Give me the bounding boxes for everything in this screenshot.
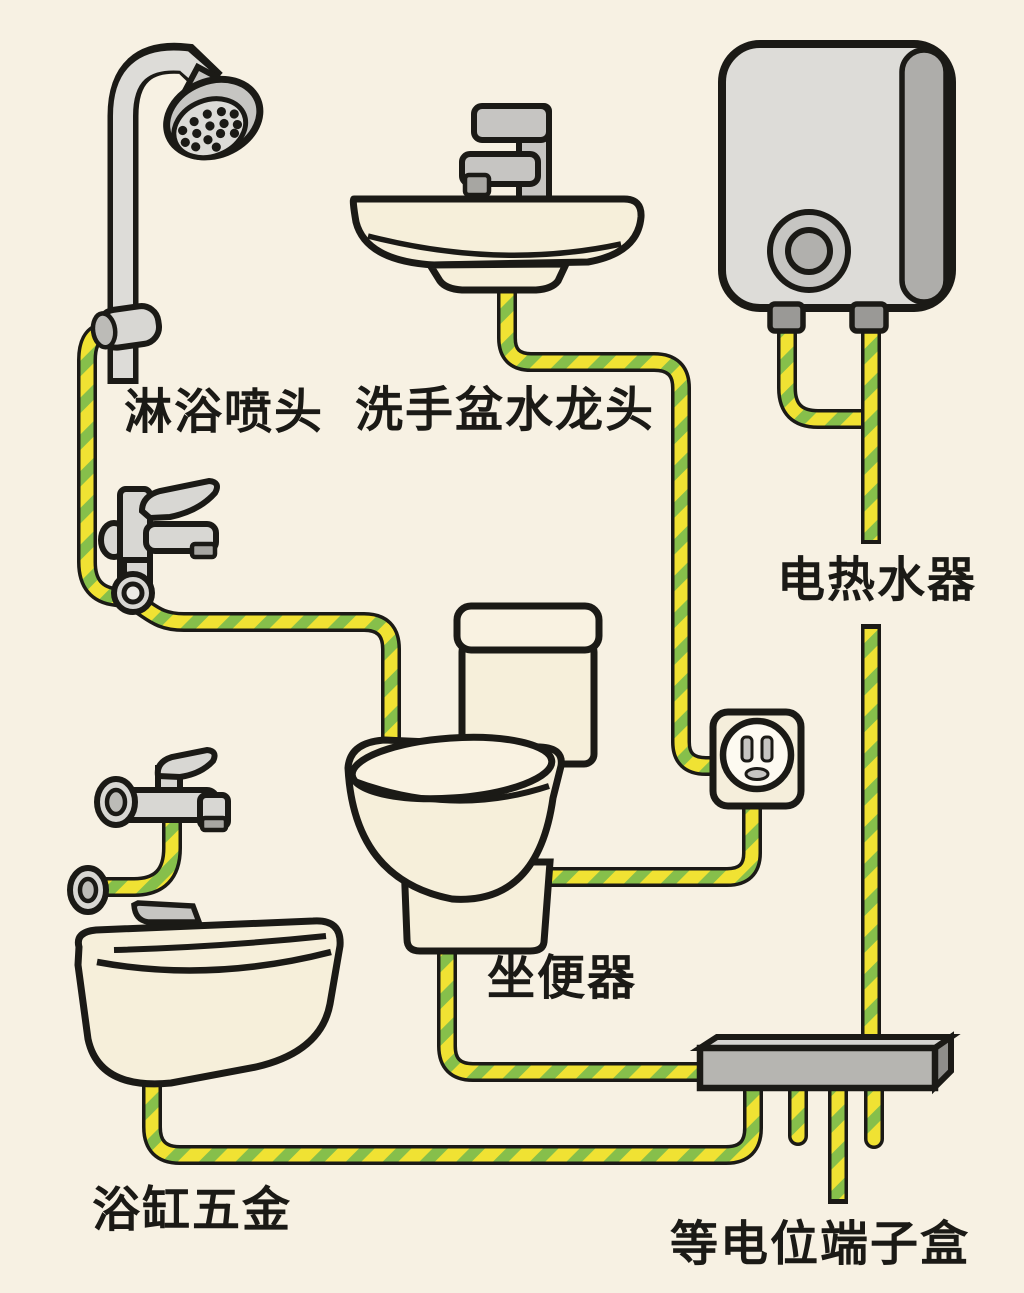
toilet-icon bbox=[344, 602, 603, 955]
water-heater-icon bbox=[718, 40, 956, 334]
toilet-outlet-wire-outline bbox=[528, 798, 762, 887]
heater-connector-right bbox=[849, 301, 889, 334]
heater-dial-center bbox=[785, 227, 833, 275]
bonding-wires bbox=[77, 278, 884, 1204]
label-terminal-box: 等电位端子盒 bbox=[670, 1218, 971, 1271]
faucet-lever bbox=[138, 477, 220, 522]
bathtub-faucet-wire bbox=[93, 806, 179, 894]
basin-rim-line bbox=[367, 233, 622, 258]
outlet-ground-slot bbox=[744, 767, 770, 781]
terminal-box-icon bbox=[689, 1031, 961, 1095]
shower-head-icon bbox=[163, 75, 264, 161]
shower-unit bbox=[90, 42, 264, 384]
label-water-heater: 电热水器 bbox=[777, 554, 978, 607]
basin-pedestal bbox=[423, 260, 572, 294]
sink-faucet-spout-tip bbox=[462, 172, 492, 198]
heater-left-wire-outline bbox=[777, 320, 867, 429]
tub-faucet-lever bbox=[154, 746, 218, 781]
shower-pipe-bracket bbox=[90, 303, 163, 351]
bathtub-box-wire-outline bbox=[142, 1072, 763, 1165]
outlet-slot-right bbox=[760, 735, 774, 763]
sink-faucet-icon bbox=[459, 103, 552, 205]
faucet-mount-center bbox=[121, 581, 145, 605]
basin-mixer-faucet-icon bbox=[98, 477, 220, 615]
outlet-socket bbox=[719, 717, 795, 793]
tub-faucet-wall-plate-center bbox=[104, 787, 128, 817]
heater-side-panel bbox=[899, 47, 949, 305]
bathtub-overflow-tray bbox=[131, 900, 203, 925]
power-outlet-icon bbox=[709, 708, 805, 810]
bathtub-rim-band-line bbox=[96, 948, 332, 974]
faucet-spout-tip bbox=[189, 541, 218, 560]
label-bathtub: 浴缸五金 bbox=[92, 1184, 293, 1237]
toilet-seat-edge-line bbox=[350, 777, 550, 804]
terminal-box-front bbox=[696, 1044, 939, 1092]
shower-head-nozzle-dots bbox=[178, 107, 243, 152]
outlet-slot-left bbox=[740, 735, 754, 763]
bathtub-box-wire bbox=[145, 1072, 760, 1162]
bathtub-inner-rim-line bbox=[113, 933, 327, 953]
sink-faucet-handle bbox=[471, 103, 552, 143]
heater-left-wire bbox=[780, 320, 863, 426]
bathtub-icon bbox=[67, 746, 344, 1088]
washbasin-icon bbox=[349, 103, 645, 294]
bathtub-faucet-icon bbox=[94, 746, 231, 833]
heater-connector-left bbox=[767, 301, 806, 334]
sink-bonding-wire bbox=[500, 278, 720, 773]
shower-pipe bbox=[113, 50, 214, 378]
toilet-tank-lid bbox=[453, 602, 603, 654]
label-shower: 淋浴喷头 bbox=[124, 386, 325, 439]
label-sink: 洗手盆水龙头 bbox=[355, 384, 656, 437]
toilet-box-wire bbox=[440, 932, 710, 1079]
wire-wall-anchor-center bbox=[77, 876, 99, 904]
tub-faucet-spout-tip bbox=[199, 815, 229, 833]
label-toilet: 坐便器 bbox=[487, 952, 638, 1005]
toilet-outlet-wire bbox=[528, 798, 759, 884]
